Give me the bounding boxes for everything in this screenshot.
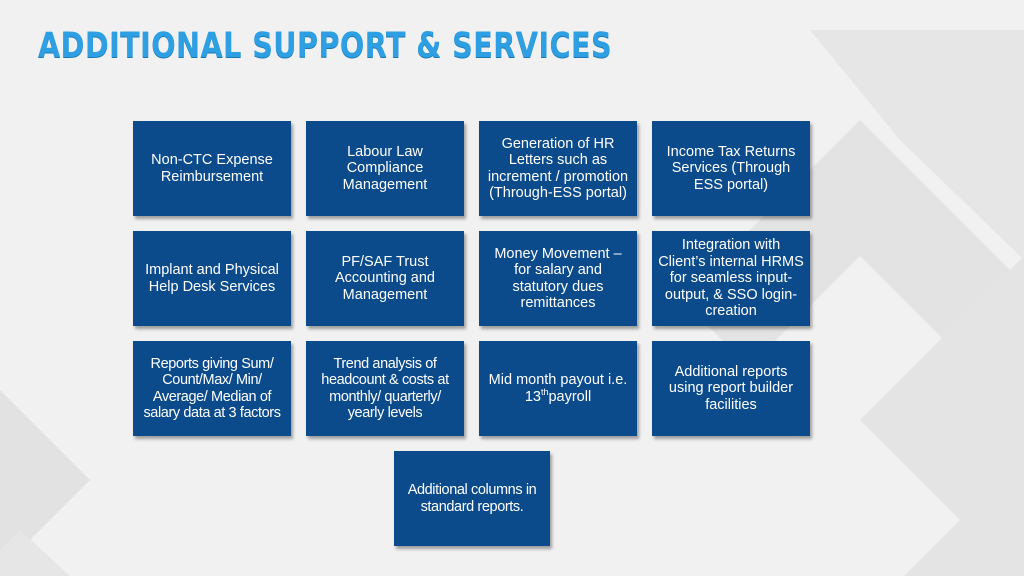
tile-label: Integration with Client’s internal HRMS … <box>658 237 804 320</box>
tile-label: Implant and Physical Help Desk Services <box>145 262 279 295</box>
tile-pf-saf-trust: PF/SAF Trust Accounting and Management <box>306 231 464 326</box>
tile-income-tax: Income Tax Returns Services (Through ESS… <box>652 121 810 216</box>
tile-additional-columns: Additional columns in standard reports. <box>394 451 550 546</box>
tile-label: Reports giving Sum/ Count/Max/ Min/ Aver… <box>143 355 281 422</box>
tile-hr-letters: Generation of HR Letters such as increme… <box>479 121 637 216</box>
tile-hrms-integration: Integration with Client’s internal HRMS … <box>652 231 810 326</box>
background-decoration-left <box>0 380 140 576</box>
tile-salary-reports: Reports giving Sum/ Count/Max/ Min/ Aver… <box>133 341 291 436</box>
tile-help-desk: Implant and Physical Help Desk Services <box>133 231 291 326</box>
tile-label: Money Movement – for salary and statutor… <box>494 245 622 312</box>
tile-label: Trend analysis of headcount & costs at m… <box>321 355 449 422</box>
tile-report-builder: Additional reports using report builder … <box>652 341 810 436</box>
tile-label: Labour Law Compliance Management <box>342 143 428 193</box>
tile-label: Income Tax Returns Services (Through ESS… <box>666 143 796 193</box>
tile-label: PF/SAF Trust Accounting and Management <box>335 253 435 303</box>
tile-label: Generation of HR Letters such as increme… <box>487 135 629 202</box>
tile-non-ctc-expense: Non-CTC Expense Reimbursement <box>133 121 291 216</box>
tile-label: Additional reports using report builder … <box>668 363 794 413</box>
tile-label: Non-CTC Expense Reimbursement <box>151 152 273 185</box>
tile-label-suffix: payroll <box>548 388 592 405</box>
tile-mid-month-payout: Mid month payout i.e. 13thpayroll <box>479 341 637 436</box>
tile-money-movement: Money Movement – for salary and statutor… <box>479 231 637 326</box>
tile-label: Mid month payout i.e. 13thpayroll <box>485 372 631 405</box>
tile-label-main: Mid month payout i.e. 13 <box>488 372 628 405</box>
tile-label: Additional columns in standard reports. <box>407 482 537 515</box>
page-title: ADDITIONAL SUPPORT & SERVICES <box>38 26 613 66</box>
tile-label-superscript: th <box>540 386 549 397</box>
tile-trend-analysis: Trend analysis of headcount & costs at m… <box>306 341 464 436</box>
tile-labour-law: Labour Law Compliance Management <box>306 121 464 216</box>
